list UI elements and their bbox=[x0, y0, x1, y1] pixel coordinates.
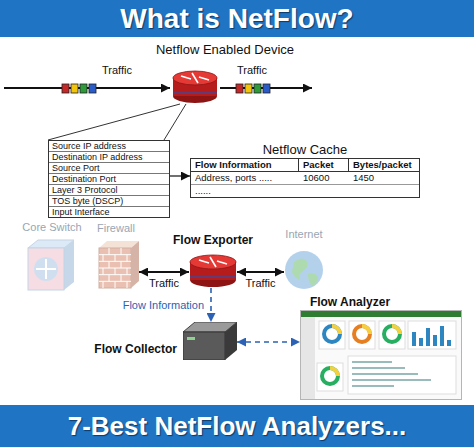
caption-band: 7-Best NetFlow Analyzers... bbox=[0, 405, 474, 447]
field-name: Destination IP address bbox=[49, 151, 169, 162]
table-title: Netflow Cache bbox=[190, 142, 420, 157]
traffic-arrow bbox=[237, 271, 284, 273]
flow-collector-box: Flow Collector bbox=[183, 322, 237, 360]
flow-analyzer-screen: Flow Analyzer bbox=[300, 310, 462, 400]
node-label: Netflow Enabled Device bbox=[156, 42, 294, 57]
router-icon bbox=[189, 254, 237, 288]
flow-exporter-router: Flow Exporter bbox=[189, 254, 237, 288]
table-cell: 10600 bbox=[299, 172, 349, 185]
field-name: Layer 3 Protocol bbox=[49, 184, 169, 195]
edge-label: Traffic bbox=[245, 277, 277, 289]
node-label: Core Switch bbox=[22, 221, 81, 233]
table-header: Bytes/packet bbox=[349, 159, 419, 172]
analyzer-link bbox=[237, 341, 300, 343]
router-icon bbox=[172, 70, 218, 104]
zoom-line bbox=[48, 104, 180, 140]
field-name: TOS byte (DSCP) bbox=[49, 195, 169, 206]
field-list-box: Source IP addressDestination IP addressS… bbox=[48, 140, 170, 218]
traffic-label: Traffic bbox=[102, 64, 132, 76]
title-band: What is NetFlow? bbox=[0, 0, 474, 37]
table-cell: Address, ports ..... bbox=[191, 172, 299, 185]
cache-grid: Flow InformationPacketBytes/packetAddres… bbox=[190, 158, 420, 198]
globe-icon bbox=[284, 250, 324, 290]
cache-table: Netflow CacheFlow InformationPacketBytes… bbox=[190, 142, 420, 198]
title-text: What is NetFlow? bbox=[120, 3, 353, 35]
screen-icon bbox=[300, 310, 462, 400]
node-label: Flow Collector bbox=[94, 342, 177, 356]
flow-info-arrow bbox=[210, 288, 212, 322]
node-label: Internet bbox=[285, 228, 322, 240]
node-label: Flow Analyzer bbox=[310, 295, 390, 309]
packet-squares bbox=[62, 84, 270, 93]
zoom-line bbox=[164, 104, 186, 140]
table-header: Packet bbox=[299, 159, 349, 172]
traffic-arrow bbox=[139, 271, 189, 273]
table-cell: 1450 bbox=[349, 172, 419, 185]
table-header: Flow Information bbox=[191, 159, 299, 172]
core-switch: Core Switch bbox=[24, 238, 76, 292]
traffic-label: Traffic bbox=[237, 64, 267, 76]
table-cell: ...... bbox=[191, 185, 419, 197]
router-device: Netflow Enabled Device bbox=[172, 70, 218, 104]
firewall-icon bbox=[97, 240, 139, 290]
node-label: Flow Exporter bbox=[173, 233, 253, 247]
edge-label: Traffic bbox=[148, 277, 180, 289]
node-label: Firewall bbox=[97, 222, 135, 234]
field-name: Input Interface bbox=[49, 206, 169, 217]
edge-label: Flow Information bbox=[122, 299, 205, 311]
internet-globe: Internet bbox=[284, 250, 324, 290]
cache-arrow bbox=[170, 175, 190, 176]
caption-text: 7-Best NetFlow Analyzers... bbox=[68, 411, 407, 442]
firewall: Firewall bbox=[97, 240, 139, 290]
collector-icon bbox=[183, 322, 237, 360]
field-name: Source IP address bbox=[49, 141, 169, 151]
coreSwitch-icon bbox=[24, 238, 76, 292]
field-name: Destination Port bbox=[49, 173, 169, 184]
field-name: Source Port bbox=[49, 162, 169, 173]
